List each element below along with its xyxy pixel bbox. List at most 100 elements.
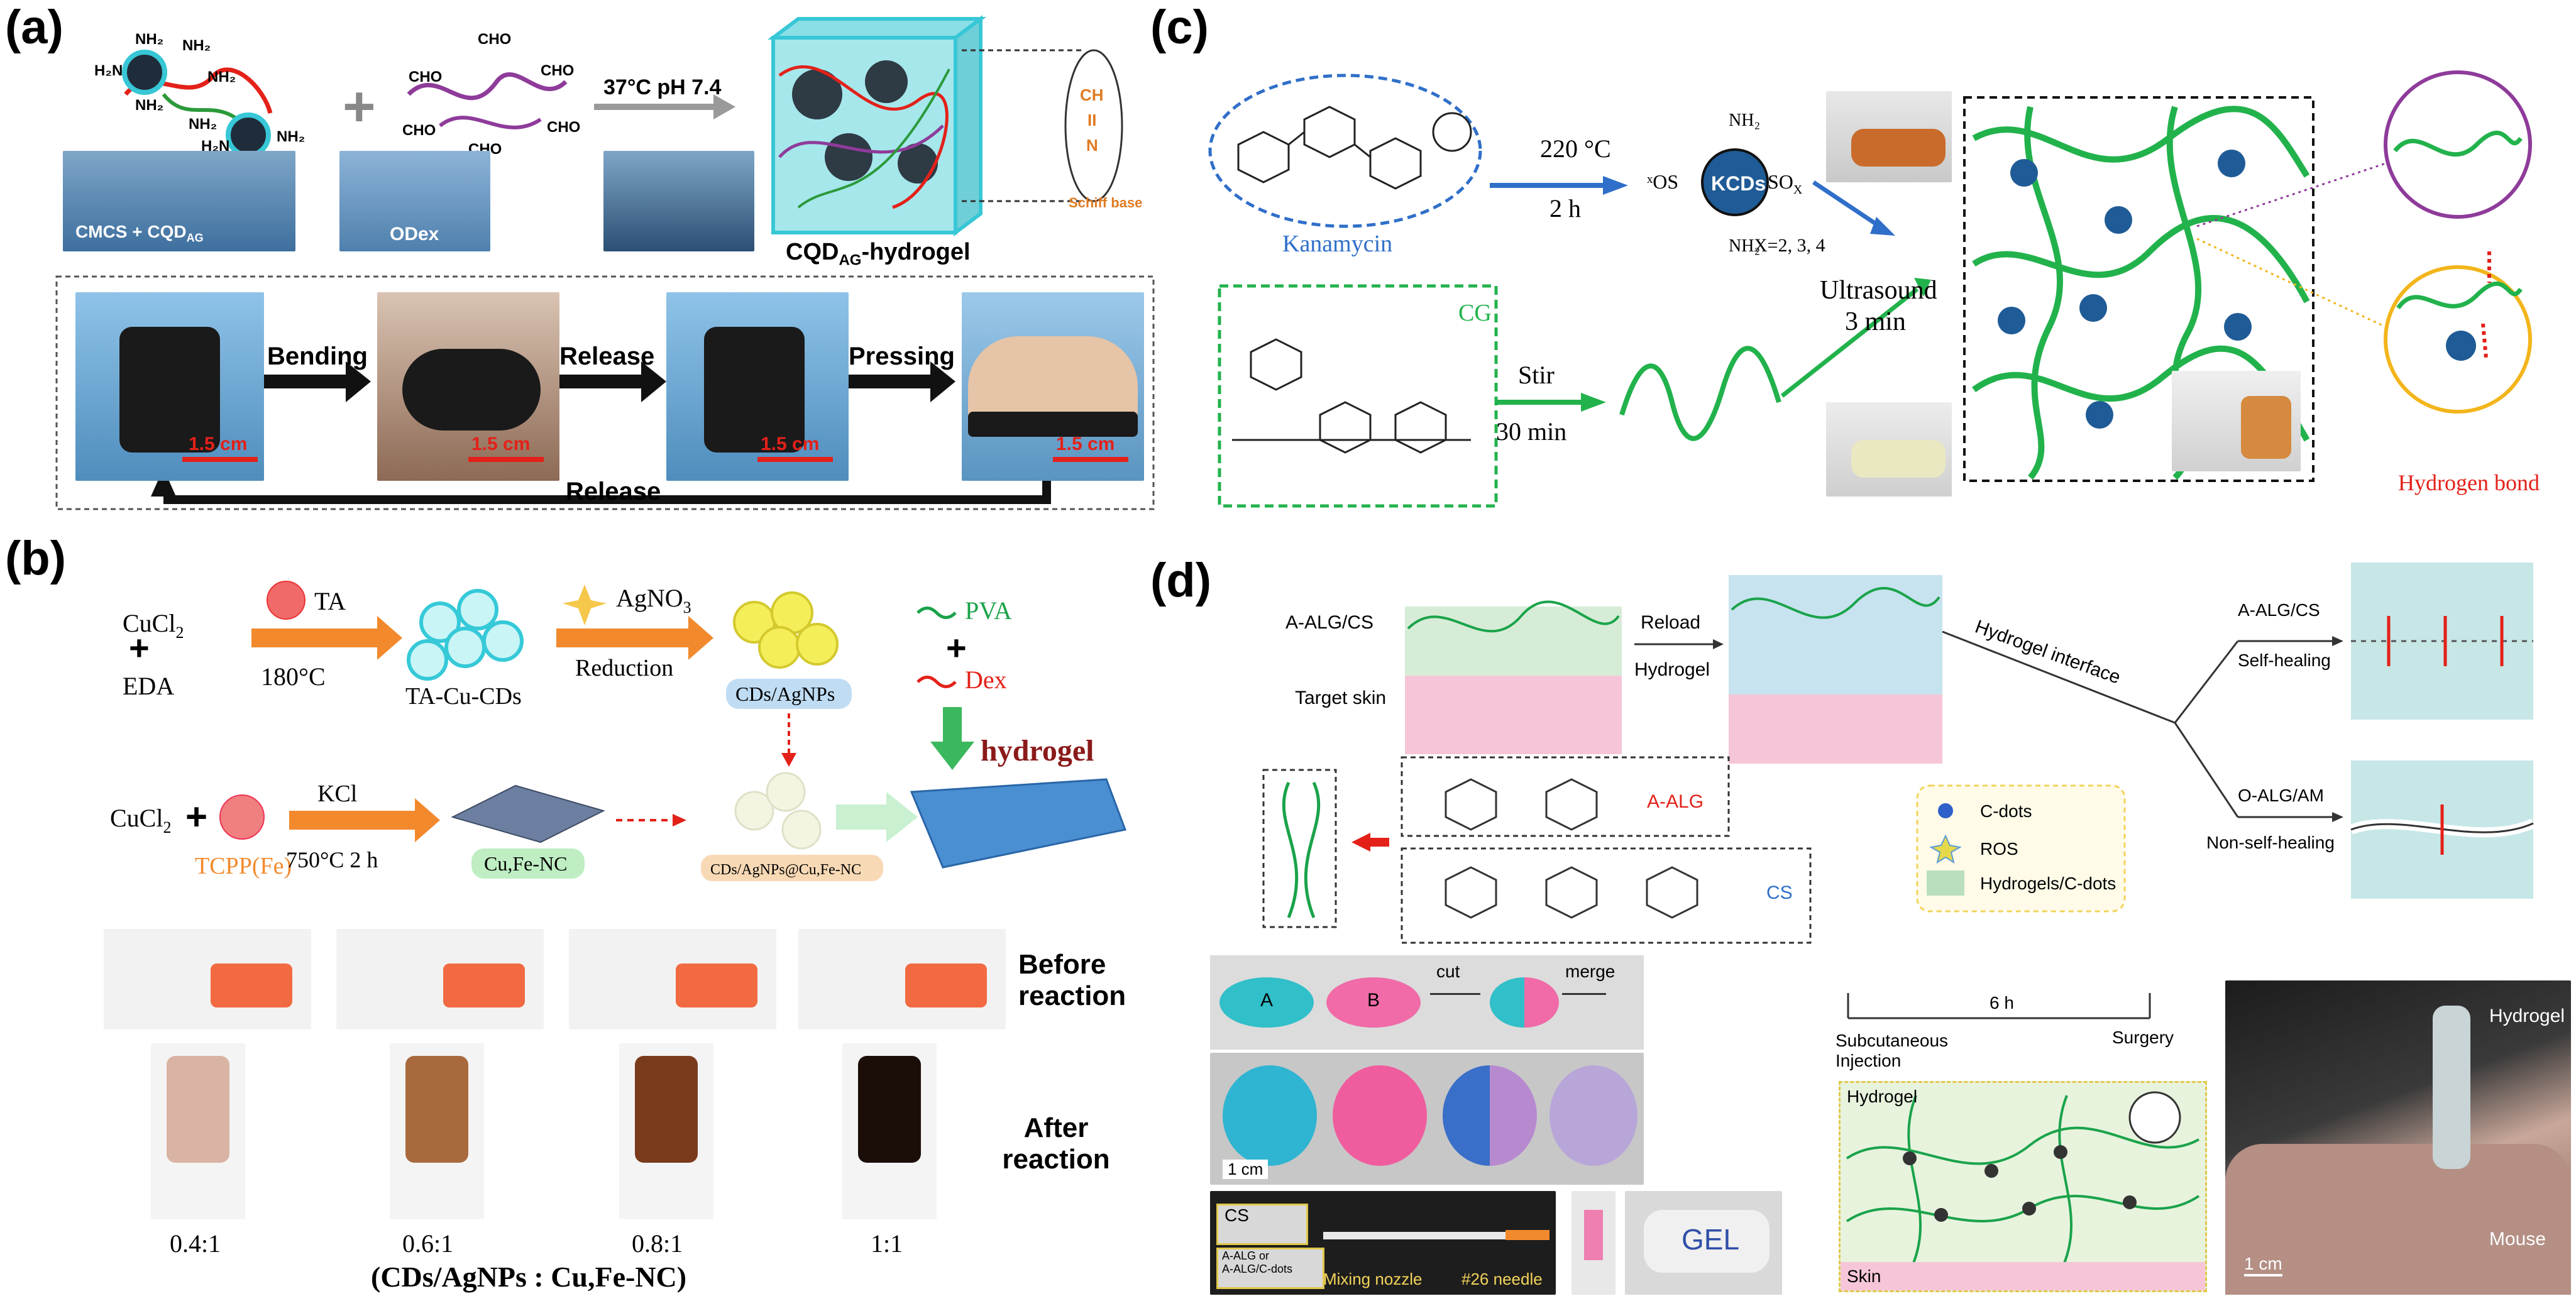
gel-vial-photo: GEL [1625, 1191, 1782, 1295]
svg-text:NH₂: NH₂ [1729, 111, 1760, 130]
aalg-label: A-ALG [1647, 791, 1704, 812]
svg-text:CHO: CHO [547, 119, 580, 136]
disc-photos: 1 cm [1210, 1053, 1644, 1185]
svg-text:NH₂: NH₂ [1729, 236, 1760, 256]
scale-bar-2: 1.5 cm [471, 434, 531, 454]
photo-hydrogel-vial [2172, 371, 2301, 471]
vial1-sub: AG [186, 232, 204, 244]
x-range-label: X=2, 3, 4 [1754, 235, 1825, 256]
eda-label: EDA [123, 672, 174, 700]
ultrasound-time-label: 3 min [1845, 307, 1906, 336]
svg-text:NH₂: NH₂ [189, 116, 217, 133]
after-vial-4 [842, 1043, 937, 1219]
photo-gel-initial: 1.5 cm [75, 292, 264, 481]
svg-text:AgNO3: AgNO3 [616, 584, 691, 617]
dex-label: Dex [965, 666, 1007, 694]
ratio-3: 0.8:1 [632, 1229, 683, 1258]
agno3-label: AgNO [616, 584, 683, 612]
schiff-base-label: Schiff base [1069, 195, 1142, 211]
before-vial-2 [336, 929, 544, 1029]
mouse-photo: Hydrogel Mouse 1 cm [2225, 980, 2571, 1295]
before-vial-3 [569, 929, 776, 1029]
cucl2-label-2: CuCl [110, 804, 163, 832]
nozzle-label: Mixing nozzle [1323, 1270, 1423, 1288]
photo-gel-release: 1.5 cm [666, 292, 849, 481]
step-release-back: Release [566, 478, 661, 505]
ta-label: TA [314, 587, 346, 615]
ratio-4: 1:1 [871, 1229, 903, 1258]
ratio-2: 0.6:1 [402, 1229, 454, 1258]
cds-spheres [407, 589, 524, 681]
panel-b-graphics: CuCl2 + EDA TA 180°C TA-Cu-CDs AgNO3 Red… [110, 581, 1127, 881]
gel-title-sub: AG [839, 251, 862, 269]
non-heal-top-label: O-ALG/AM [2238, 786, 2324, 805]
schiff-double: II [1087, 111, 1096, 129]
cucl2-sub: 2 [175, 623, 184, 642]
svg-text:SOX: SOX [1768, 170, 1803, 197]
svg-text:NH₂: NH₂ [207, 69, 236, 85]
panel-b-label: (b) [5, 532, 67, 585]
panel-c-label: (c) [1150, 1, 1209, 54]
disc-a-label: A [1260, 990, 1274, 1011]
photo-scale: 1 cm [2244, 1254, 2282, 1276]
panel-d-label: (d) [1150, 554, 1212, 607]
agno3-sub: 3 [683, 598, 691, 617]
svg-text:H₂N: H₂N [94, 62, 123, 79]
step-pressing: Pressing [849, 343, 955, 370]
svg-text:+: + [129, 628, 150, 667]
cond-label: 37°C pH 7.4 [603, 75, 722, 99]
hydrogel-label: Hydrogel [1634, 659, 1710, 680]
cds-label: TA-Cu-CDs [405, 683, 522, 710]
syringe-alg-label: A-ALG or [1222, 1249, 1270, 1262]
photo-odex-vial: ODex [339, 151, 490, 251]
merge-label: merge [1565, 962, 1616, 981]
ratio-title: (CDs/AgNPs : Cu,Fe-NC) [371, 1261, 687, 1293]
kcds-label: KCDs [1711, 172, 1766, 195]
cg-structure [1232, 338, 1471, 454]
svg-text:CHO: CHO [402, 122, 436, 139]
hydrogel-cube [768, 15, 986, 236]
scale-bar-4: 1.5 cm [1056, 434, 1115, 454]
cds-agnps-label: CDs/AgNPs [735, 683, 835, 705]
before-vial-4 [798, 929, 1006, 1029]
timeline-surgery: Surgery [2112, 1028, 2174, 1047]
disc-b-label: B [1367, 990, 1380, 1011]
photo-kcds-vial [1826, 91, 1952, 182]
svg-text:+: + [946, 628, 967, 667]
reduction-label: Reduction [575, 655, 673, 681]
sox-label: SO [1768, 170, 1793, 193]
scale-bar-1: 1.5 cm [189, 434, 248, 454]
tcpp-label: TCPP(Fe) [195, 853, 292, 879]
cds-agnps-spheres [733, 591, 839, 669]
svg-text:CHO: CHO [541, 62, 574, 79]
gel-title: CQD [786, 239, 839, 265]
photo-gel-pressing: 1.5 cm [962, 292, 1144, 481]
timeline-time: 6 h [1990, 993, 2014, 1013]
ratio-1: 0.4:1 [170, 1229, 221, 1258]
vial1-label: CMCS + CQD [75, 222, 187, 242]
svg-text:CHO: CHO [409, 69, 442, 85]
step-release: Release [559, 343, 654, 370]
stir-time-label: 30 min [1496, 417, 1566, 446]
svg-text:CuCl2: CuCl2 [123, 609, 184, 642]
skin-label: Skin [1847, 1266, 1881, 1286]
svg-text:NH₂: NH₂ [182, 37, 211, 54]
self-heal-top-label: A-ALG/CS [2238, 600, 2320, 620]
aalg-structure [1445, 778, 1598, 831]
after-vial-1 [151, 1043, 245, 1219]
ultrasound-label: Ultrasound [1820, 276, 1937, 305]
before-label: Before reaction [1018, 949, 1126, 1011]
panel-a-graphics: H₂N NH₂ NH₂ NH₂ NH₂ NH₂ NH₂ NH₂ H₂N + CH… [55, 15, 1155, 510]
before-vial-1 [104, 929, 311, 1029]
tube-photo [1571, 1191, 1616, 1295]
svg-text:+: + [343, 75, 376, 138]
cucl2-sub-2: 2 [163, 818, 171, 837]
svg-text:+: + [185, 796, 207, 838]
svg-text:ˣOS: ˣOS [1647, 170, 1678, 193]
disc-scale: 1 cm [1223, 1160, 1269, 1179]
photo-gel-bending: 1.5 cm [377, 292, 559, 481]
kcl-label: KCl [317, 781, 357, 807]
pva-label: PVA [965, 596, 1012, 625]
skin-hydrogel-diagram: Hydrogel Skin [1839, 1081, 2207, 1292]
aalg-cs-label: A-ALG/CS [1285, 612, 1373, 633]
